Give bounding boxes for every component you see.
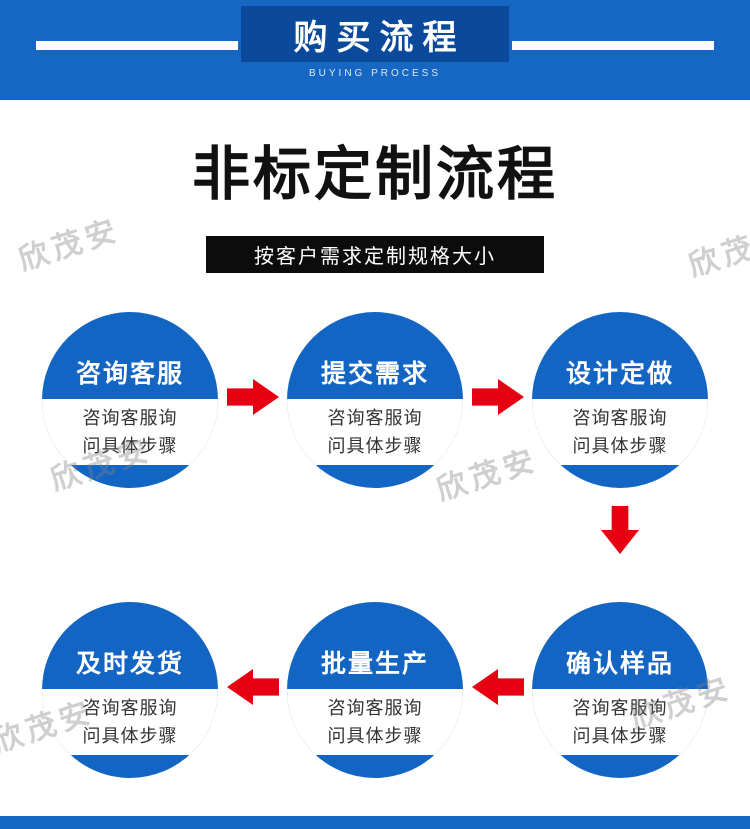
step-description-line1: 咨询客服询: [327, 408, 423, 428]
step-description: 咨询客服询 问具体步骤: [287, 399, 463, 465]
step-description-line2: 问具体步骤: [572, 726, 668, 746]
step-title: 及时发货: [75, 650, 184, 678]
step-circle-design: 设计定做 咨询客服询 问具体步骤: [532, 312, 708, 488]
section-title: 非标定制流程: [191, 142, 558, 207]
step-description: 咨询客服询 问具体步骤: [42, 689, 218, 755]
header-title: 购买流程: [293, 18, 466, 57]
step-description: 咨询客服询 问具体步骤: [532, 399, 708, 465]
section-subtitle-bar: 按客户需求定制规格大小: [206, 236, 544, 273]
step-description-line1: 咨询客服询: [327, 698, 423, 718]
step-description-line1: 咨询客服询: [82, 408, 178, 428]
step-title: 批量生产: [320, 650, 429, 678]
step-circle-ship: 及时发货 咨询客服询 问具体步骤: [42, 602, 218, 778]
step-description-line2: 问具体步骤: [327, 436, 423, 456]
step-description: 咨询客服询 问具体步骤: [42, 399, 218, 465]
step-description-line2: 问具体步骤: [327, 726, 423, 746]
header-divider-right: [512, 41, 714, 50]
section-subtitle: 按客户需求定制规格大小: [254, 246, 496, 268]
step-description-line2: 问具体步骤: [82, 436, 178, 456]
arrow-right-icon: [472, 379, 524, 415]
step-description-line1: 咨询客服询: [82, 698, 178, 718]
step-title: 确认样品: [565, 650, 674, 678]
footer-bar: [0, 816, 750, 829]
step-circle-consult: 咨询客服 咨询客服询 问具体步骤: [42, 312, 218, 488]
arrow-left-icon: [227, 669, 279, 705]
step-title: 咨询客服: [75, 360, 184, 388]
arrow-right-icon: [227, 379, 279, 415]
step-description: 咨询客服询 问具体步骤: [532, 689, 708, 755]
arrow-left-icon: [472, 669, 524, 705]
step-circle-submit: 提交需求 咨询客服询 问具体步骤: [287, 312, 463, 488]
header-title-box: 购买流程: [241, 6, 509, 62]
watermark: 欣茂安: [14, 213, 125, 278]
step-circle-confirm-sample: 确认样品 咨询客服询 问具体步骤: [532, 602, 708, 778]
step-description: 咨询客服询 问具体步骤: [287, 689, 463, 755]
arrow-down-icon: [601, 506, 639, 554]
header-subtitle: BUYING PROCESS: [308, 68, 442, 79]
watermark: 欣茂安: [684, 219, 750, 284]
step-title: 设计定做: [565, 360, 674, 388]
step-description-line1: 咨询客服询: [572, 698, 668, 718]
step-description-line2: 问具体步骤: [572, 436, 668, 456]
header-banner: 购买流程 BUYING PROCESS: [0, 0, 750, 100]
step-title: 提交需求: [320, 360, 429, 388]
step-circle-production: 批量生产 咨询客服询 问具体步骤: [287, 602, 463, 778]
step-description-line2: 问具体步骤: [82, 726, 178, 746]
header-divider-left: [36, 41, 238, 50]
step-description-line1: 咨询客服询: [572, 408, 668, 428]
